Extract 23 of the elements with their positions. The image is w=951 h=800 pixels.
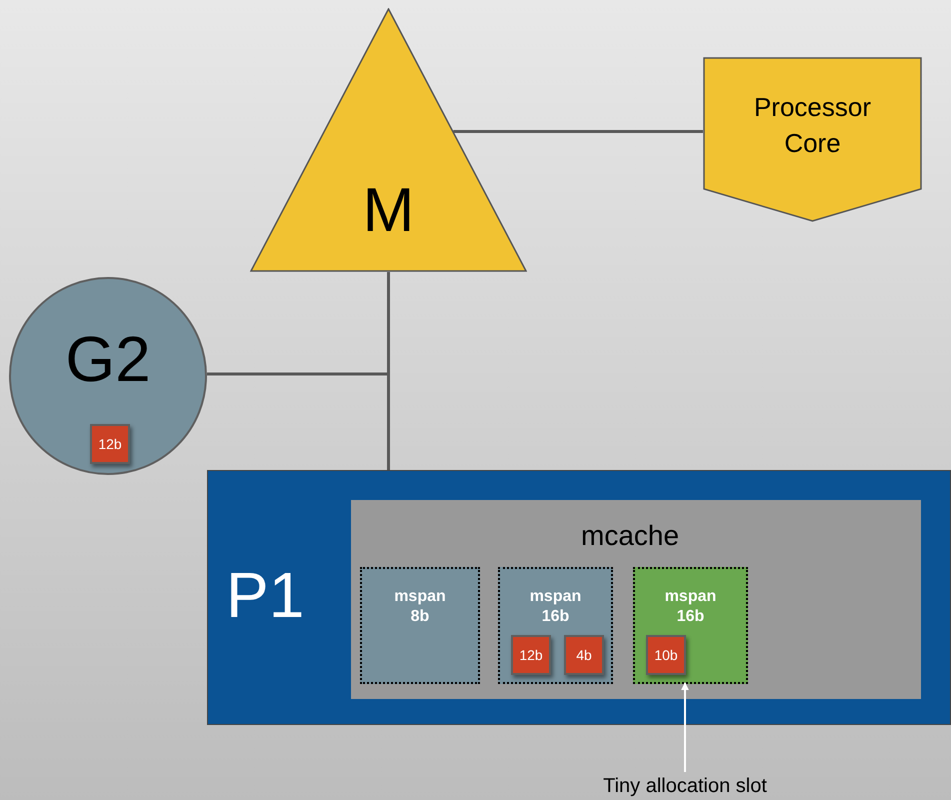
arrow [681, 682, 689, 772]
node-label: M [362, 180, 414, 242]
node-label: Processor Core [752, 91, 872, 160]
node-label: P1 [226, 563, 304, 627]
object-chip: 4b [564, 635, 604, 675]
span-box [498, 567, 613, 684]
span-box [633, 567, 748, 684]
processor-panel [207, 470, 951, 725]
connector-line [453, 130, 703, 133]
node-label: mcache [581, 522, 680, 550]
node-label: mspan 16b [664, 587, 718, 627]
connector-line [387, 272, 390, 470]
triangle-node [250, 8, 527, 272]
object-chip: 12b [90, 424, 130, 464]
node-label: mspan 16b [528, 587, 582, 627]
annotation-text: Tiny allocation slot [575, 772, 795, 800]
span-box [360, 567, 480, 684]
node-label: mspan 8b [393, 587, 447, 627]
cache-panel [351, 500, 921, 699]
node-label: G2 [65, 327, 151, 391]
pentagon-node [703, 57, 922, 222]
object-chip: 12b [511, 635, 551, 675]
object-chip: 10b [646, 635, 686, 675]
